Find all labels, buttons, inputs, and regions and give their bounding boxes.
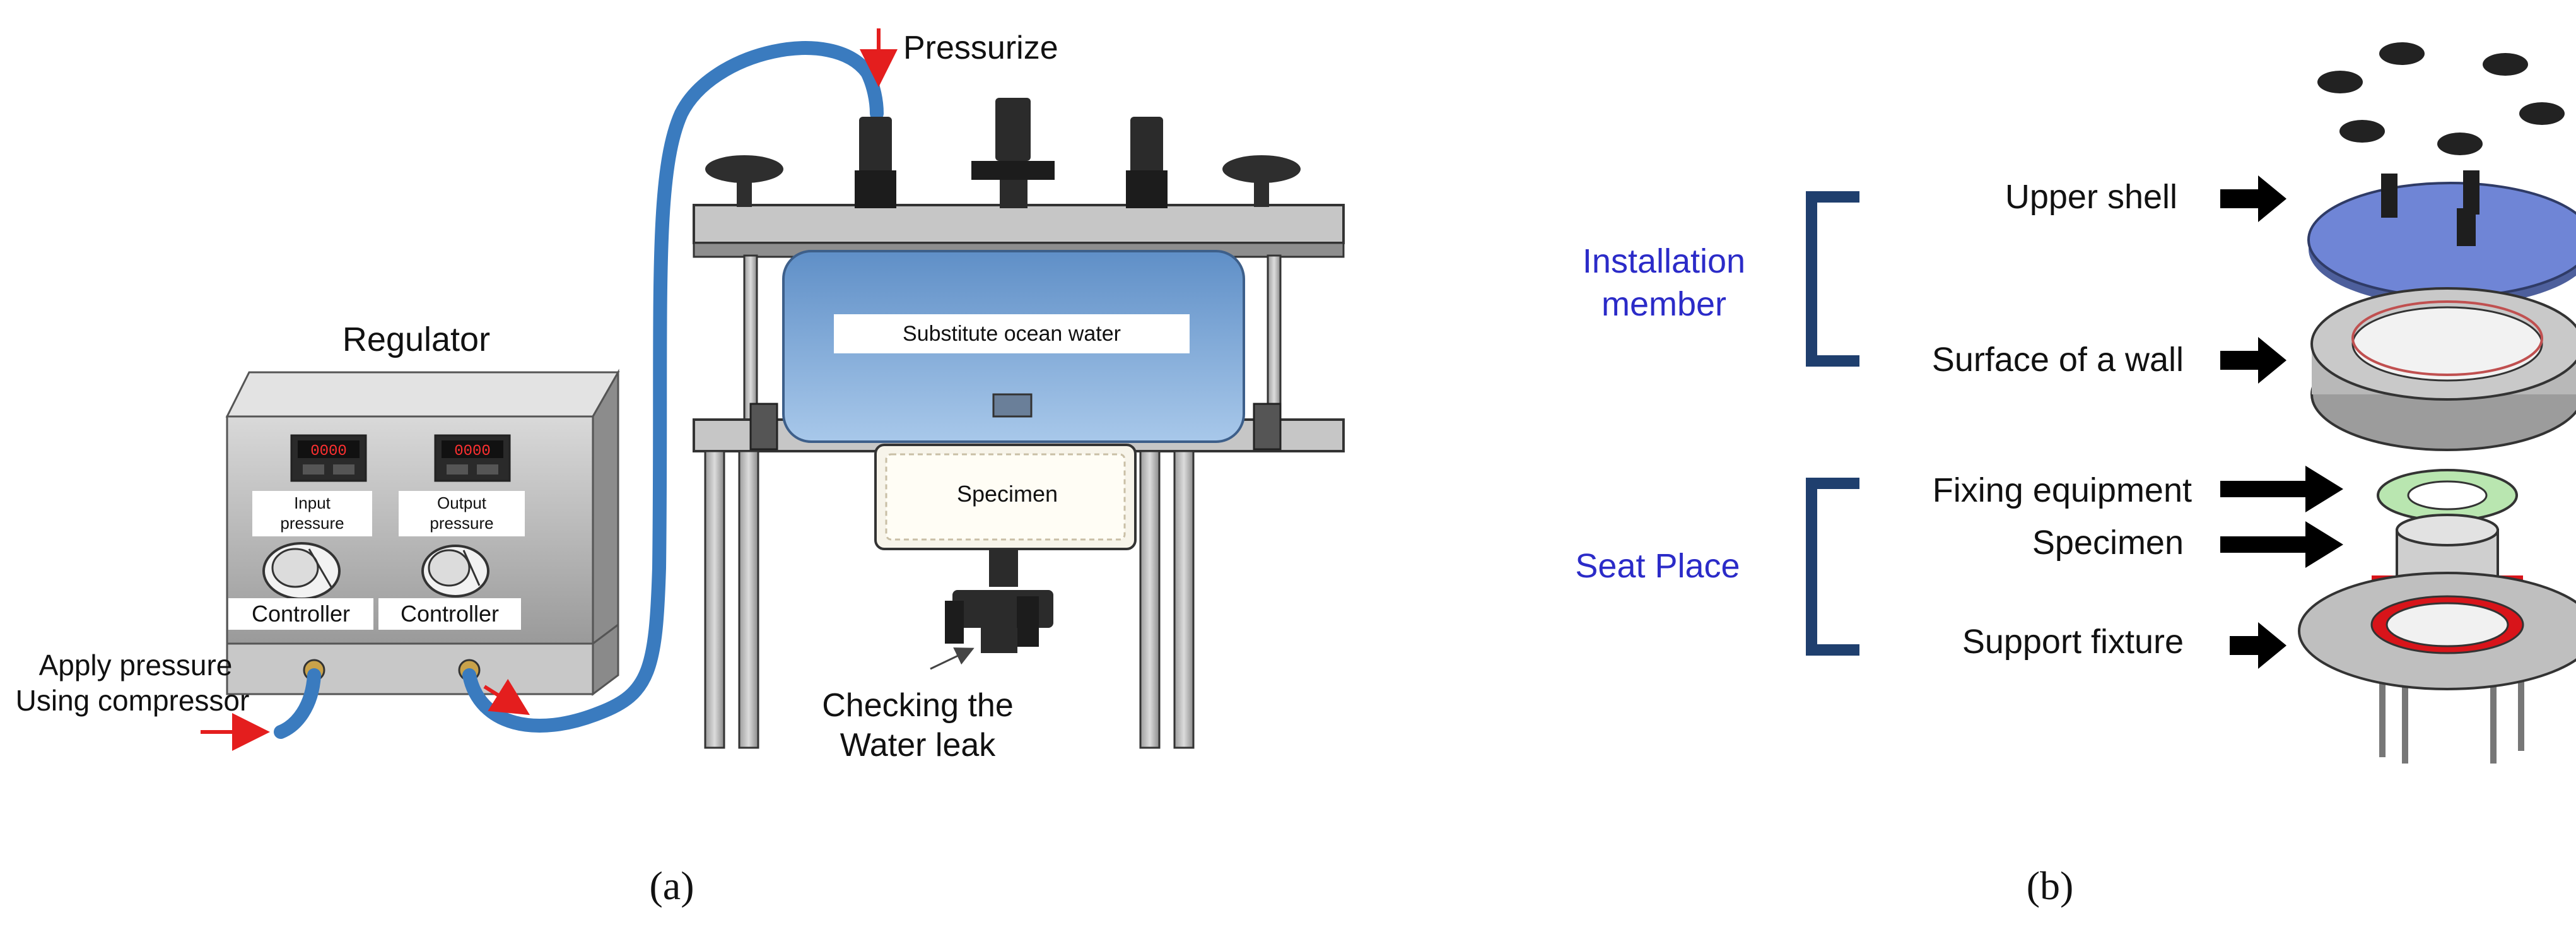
installation-bracket [1806, 191, 1859, 367]
output-pressure-label-1: Output [437, 493, 487, 512]
star-knobs [705, 155, 1301, 207]
input-pressure-display: 0000 [290, 434, 367, 482]
input-pressure-label-1: Input [294, 493, 331, 512]
regulator-title: Regulator [342, 321, 490, 358]
leak-check-valve [945, 549, 1053, 653]
controller-label-right: Controller [401, 601, 499, 627]
wall-ring [2310, 287, 2576, 451]
upper-shell-label: Upper shell [2005, 178, 2177, 216]
group-seat-label: Seat Place [1575, 547, 1740, 585]
group-installation-label-1: Installation [1583, 242, 1745, 280]
upper-shell [2307, 170, 2576, 306]
display-value-1: 0000 [310, 443, 347, 460]
outlet-hose [462, 41, 884, 733]
input-controller-knob [262, 542, 341, 600]
caption-a: (a) [649, 863, 694, 908]
support-fixture [2298, 572, 2576, 764]
part-arrows [2220, 175, 2343, 669]
panel-b: Installation member Seat Place Upper she… [1575, 42, 2576, 908]
input-pressure-label-2: pressure [280, 514, 344, 533]
output-controller-knob [421, 545, 489, 598]
fixing-label: Fixing equipment [1933, 471, 2192, 509]
leak-label-1: Checking the [822, 687, 1014, 724]
leak-label-2: Water leak [840, 727, 997, 764]
pressure-vessel [693, 98, 1345, 749]
specimen-label-a: Specimen [957, 481, 1058, 507]
top-valves [855, 98, 1168, 208]
inlet-hose [274, 668, 321, 739]
panel-a: 0000 0000 Input pressure Output pressure [16, 28, 1345, 908]
support-label: Support fixture [1962, 623, 2184, 661]
apply-pressure-label-1: Apply pressure [39, 649, 233, 681]
apply-pressure-label-2: Using compressor [16, 684, 250, 717]
pressurize-label: Pressurize [903, 30, 1058, 66]
outlet-flow-arrow [483, 678, 530, 716]
exploded-knobs [2317, 42, 2565, 155]
water-label: Substitute ocean water [903, 322, 1121, 346]
group-installation-label-2: member [1601, 285, 1726, 323]
specimen-label-b: Specimen [2032, 524, 2184, 562]
leak-pointer-arrow [930, 647, 975, 670]
output-pressure-display: 0000 [434, 434, 511, 482]
seat-bracket [1806, 478, 1859, 656]
caption-b: (b) [2027, 863, 2074, 908]
output-pressure-label-2: pressure [430, 514, 493, 533]
wall-label: Surface of a wall [1932, 341, 2184, 379]
controller-label-left: Controller [252, 601, 350, 627]
display-value-2: 0000 [454, 443, 491, 460]
